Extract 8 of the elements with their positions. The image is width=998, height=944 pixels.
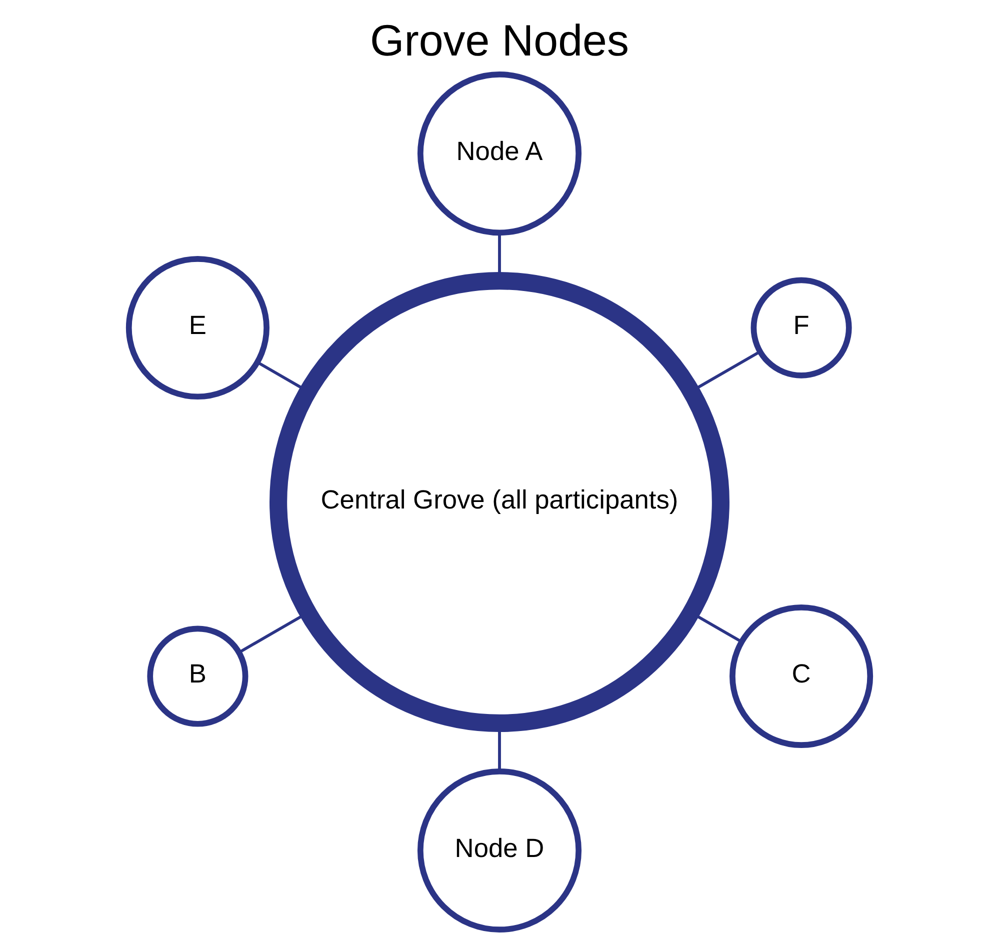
diagram-title: Grove Nodes (370, 16, 628, 66)
node-circle: Node D (416, 768, 582, 933)
node-circle: C (729, 604, 873, 748)
node-circle: Node A (416, 72, 582, 236)
node-circle: F (750, 277, 852, 378)
node-circle: B (146, 626, 248, 727)
node-circle: E (125, 256, 269, 400)
node-circle: Central Grove (all participants) (269, 272, 729, 732)
